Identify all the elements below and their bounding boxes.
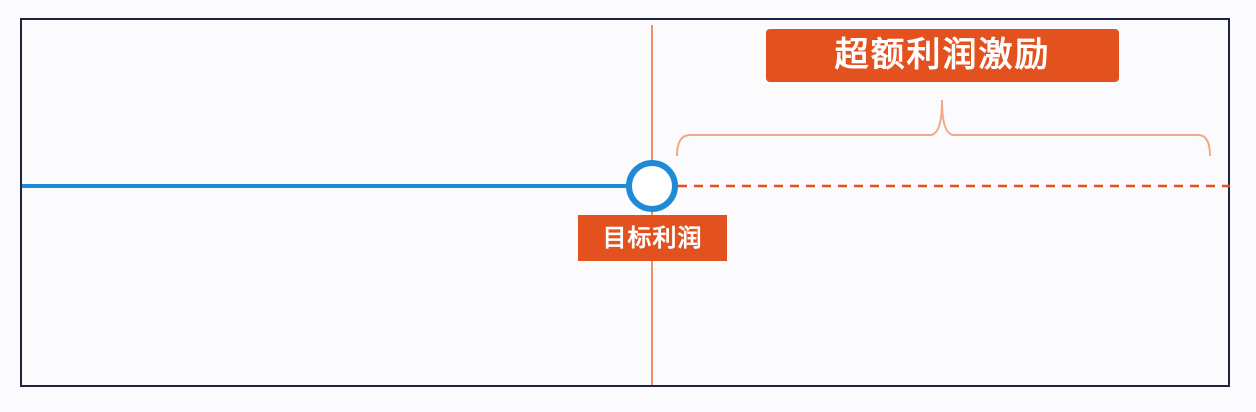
excess-profit-incentive-label: 超额利润激励 — [766, 29, 1119, 82]
target-point-marker — [626, 160, 678, 212]
target-profit-label: 目标利润 — [578, 215, 727, 261]
excess-range-brace — [676, 99, 1211, 157]
